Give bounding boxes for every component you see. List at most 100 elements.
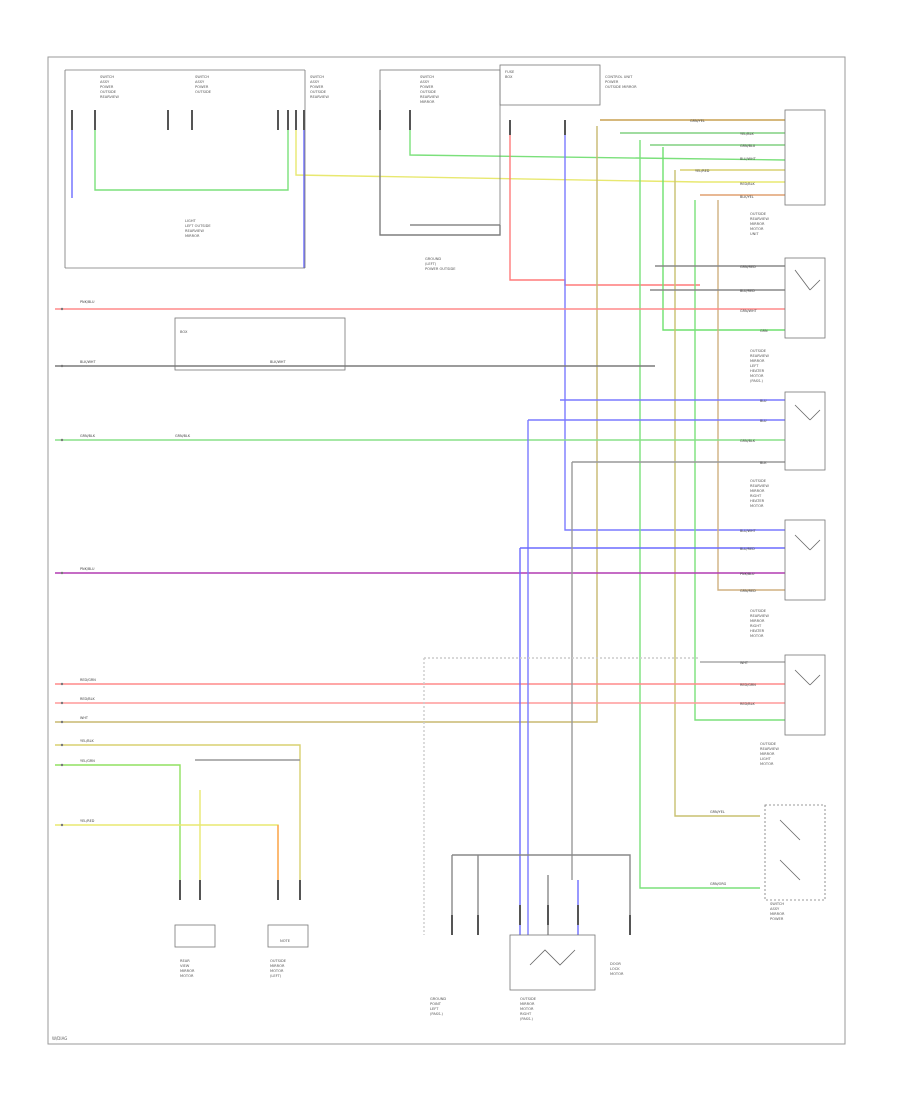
wl-21: BLU/WHT [740,529,757,533]
label-bottom-3: GROUND POINT LEFT (PASS.) [430,997,447,1016]
relay-left [174,317,346,371]
bottom-mirror-1 [174,924,216,948]
wl-11: GRN [760,329,768,333]
wire-tan-3 [717,200,785,591]
wl-15: GRN/BLK [80,434,96,438]
wire-blue-long [564,120,785,531]
switch-symbols [529,269,821,966]
label-r-unit-3: OUTSIDE REARVIEW MIRROR RIGHT HEATER MOT… [750,479,770,508]
wl-36: GRN/ORG [710,882,727,886]
motor-sym [529,949,576,966]
wire-green-top [94,112,289,191]
wl-20: BLK [760,461,767,465]
label-bottom-4: OUTSIDE MIRROR MOTOR RIGHT (PASS.) [520,997,537,1021]
bottom-mirror-2 [267,924,309,948]
wire-labels: GRN/YEL YEL/BLK GRN/BLU BLU/WHT YEL/RED … [80,119,768,886]
wl-17: BLU [760,399,767,403]
wl-12: PNK/BLU [80,300,95,304]
wl-26: WHT [740,661,749,665]
wl-7: BLK/YEL [740,195,754,199]
footer-code: W/DIAG [52,1036,67,1041]
wl-25: GRN/RED [740,589,756,593]
wl-4: BLU/WHT [740,157,757,161]
wire-tan-1 [55,126,598,723]
wire-yel-bl3 [55,824,279,880]
label-left-light: LIGHT LEFT OUTSIDE REARVIEW MIRROR [185,219,212,238]
switch-sym-2 [794,404,821,421]
wl-2: YEL/BLK [740,132,754,136]
label-top-sw-2: SWITCH ASSY POWER OUTSIDE [195,75,212,94]
wl-5: YEL/RED [695,169,710,173]
label-top-sw-4: SWITCH ASSY POWER OUTSIDE REARVIEW MIRRO… [420,75,440,104]
switch-sym-5 [779,819,801,881]
label-ground-mid: GROUND (LEFT) POWER OUTSIDE [425,257,456,271]
wl-29: RED/BLK [80,697,95,701]
label-r-switch: SWITCH ASSY MIRROR POWER [770,902,786,921]
wl-16: GRN/BLK [175,434,191,438]
label-top-sw-1: SWITCH ASSY POWER OUTSIDE REARVIEW [100,75,119,99]
wire-grey-bot1 [452,854,631,935]
wl-27: RED/GRN [80,678,96,682]
switch-sym-1 [794,269,821,291]
component-labels: SWITCH ASSY POWER OUTSIDE REARVIEW SWITC… [100,70,786,1021]
component-outlines [64,64,826,991]
wl-6: RED/BLK [740,182,755,186]
wl-19: GRN/BLK [740,439,756,443]
fuse-box-outline [499,64,601,106]
right-unit-3 [784,519,826,601]
top-switch-box [64,69,306,269]
wl-33: YEL/GRN [80,759,95,763]
wl-30: RED/BLK [740,702,755,706]
label-r-unit-2: OUTSIDE REARVIEW MIRROR LEFT HEATER MOTO… [750,349,770,383]
right-switch-assy [764,804,826,901]
label-sub-note: NOTE [280,939,291,943]
wl-8: GRN/RED [740,265,756,269]
wire-tan-2 [674,170,760,817]
wires [55,90,786,935]
wire-green-sw4 [409,125,786,161]
wl-13: BLK/WHT [80,360,96,364]
row-pin-markers [60,307,64,827]
label-bottom-2: OUTSIDE MIRROR MOTOR (LEFT) [270,959,287,978]
label-r-unit-4: OUTSIDE REARVIEW MIRROR RIGHT HEATER MOT… [750,609,770,638]
wl-18: BLU [760,419,767,423]
label-control-unit: CONTROL UNIT POWER OUTSIDE MIRROR [605,75,637,89]
right-unit-1 [784,257,826,339]
wl-32: YEL/BLK [80,739,94,743]
wl-31: WHT [80,716,89,720]
wl-24: PNK/BLU [740,572,755,576]
label-top-sw-3: SWITCH ASSY POWER OUTSIDE REARVIEW [310,75,329,99]
connector-pins [71,110,631,935]
wl-28: RED/GRN [740,683,756,687]
label-fuse-box: FUSE BOX [505,70,515,79]
wl-10: GRN/WHT [740,309,758,313]
wl-22: BLU/RED [740,547,755,551]
wire-yellow-top [295,128,785,183]
wire-green-2 [694,200,785,721]
wire-green-vert [639,140,760,889]
wl-14: BLK/WHT [270,360,286,364]
switch-sym-3 [794,534,821,551]
control-unit-box [379,69,501,236]
wire-green-bl2 [55,764,181,880]
wl-23: PNK/BLU [80,567,95,571]
wl-9: BLU/RED [740,289,755,293]
label-bottom-1: REAR VIEW MIRROR MOTOR [180,959,196,978]
switch-sym-4 [794,669,821,686]
wl-1: GRN/YEL [690,119,705,123]
bottom-motor-box [509,934,596,991]
label-sub-box: BOX [180,330,188,334]
wl-3: GRN/BLU [740,144,756,148]
label-r-unit-1: OUTSIDE REARVIEW MIRROR MOTOR UNIT [750,212,770,236]
diagram-border [47,56,846,1045]
wire-green-loop [662,147,785,331]
right-unit-4 [784,654,826,736]
wire-yel-bl1 [55,744,301,880]
label-bottom-5: DOOR LOCK MOTOR [610,962,624,976]
wl-34: YEL/RED [80,819,95,823]
label-r-unit-5: OUTSIDE REARVIEW MIRROR LIGHT MOTOR [760,742,780,766]
wl-35: GRN/YEL [710,810,725,814]
right-unit-2 [784,391,826,471]
wire-grey-fuse [379,90,501,236]
